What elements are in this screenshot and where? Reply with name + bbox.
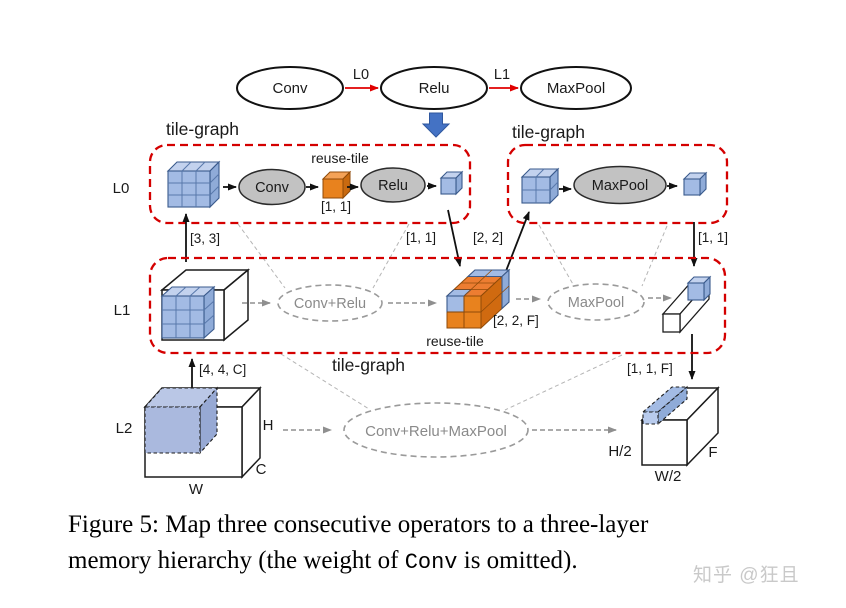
edge-l0-label: L0	[353, 67, 369, 83]
l0-conv-node	[238, 168, 306, 206]
l2-dim-w: W	[189, 481, 204, 498]
caption-code-conv: Conv	[404, 550, 458, 575]
transfer-size-l1-l2: [1, 1, F]	[627, 361, 673, 376]
l1-maxpool-node	[547, 283, 645, 321]
tile-graph-title-bottom: tile-graph	[332, 355, 405, 375]
relu-node-label: Relu	[419, 80, 450, 97]
l1-convrelu-label: Conv+Relu	[294, 296, 366, 312]
l0-maxpool-label: MaxPool	[592, 178, 648, 194]
transfer-size-l1-l0right: [2, 2]	[473, 230, 503, 245]
zhihu-watermark: 知乎 @狂且	[693, 565, 800, 586]
l1-convrelu-node	[277, 284, 383, 322]
figure-caption: Figure 5: Map three consecutive operator…	[68, 507, 804, 579]
mapping-connector-lines	[237, 223, 668, 411]
l0-left-output-tile	[439, 170, 464, 196]
l0-left-input-tensor	[166, 160, 221, 209]
conv-node	[236, 66, 344, 110]
transfer-size-l1-l0left: [3, 3]	[190, 231, 220, 246]
l1-maxpool-label: MaxPool	[568, 295, 624, 311]
relu-node	[380, 66, 488, 110]
operator-graph: Conv L0 Relu L1 MaxPool	[236, 66, 632, 138]
l0-right-output-tile	[682, 171, 708, 197]
level-label-l1: L1	[114, 302, 131, 319]
out-dim-h: H/2	[608, 443, 631, 460]
l1-output-tile	[661, 275, 712, 334]
l0-right-box	[506, 143, 729, 225]
l0-reuse-tile-label: reuse-tile	[311, 150, 369, 166]
edge-l1-label: L1	[494, 67, 510, 83]
l2-dim-h: H	[263, 417, 274, 434]
l1-input-tensor	[159, 268, 251, 342]
conv-node-label: Conv	[272, 80, 308, 97]
l2-fused-label: Conv+Relu+MaxPool	[365, 423, 507, 440]
l0-conv-label: Conv	[255, 180, 290, 196]
l0-relu-node	[360, 167, 426, 203]
l0-relu-label: Relu	[378, 178, 408, 194]
l0-reuse-tile-size: [1, 1]	[321, 199, 351, 214]
l1-box	[148, 256, 727, 355]
maxpool-node-label: MaxPool	[547, 80, 605, 97]
transfer-size-l0left-l1: [1, 1]	[406, 230, 436, 245]
out-dim-f: F	[708, 444, 717, 461]
out-dim-w: W/2	[655, 468, 682, 485]
l0-left-box	[148, 143, 472, 225]
level-label-l2: L2	[116, 420, 133, 437]
transfer-size-l2-l1: [4, 4, C]	[199, 362, 246, 377]
map-down-arrow-icon	[421, 112, 451, 138]
l0-maxpool-node	[573, 165, 667, 205]
tile-graph-title-left: tile-graph	[166, 119, 239, 139]
l0-reuse-tile	[321, 170, 352, 200]
l2-fused-node	[343, 402, 529, 458]
caption-line-2: memory hierarchy (the weight of Conv is …	[68, 547, 578, 575]
l1-reuse-tile-size: [2, 2, F]	[493, 313, 539, 328]
figure-diagram: Conv L0 Relu L1 MaxPool tile-graph tile-…	[113, 66, 729, 498]
output-tensor	[640, 385, 720, 467]
l2-dim-c: C	[256, 461, 267, 478]
caption-line-1: Figure 5: Map three consecutive operator…	[68, 511, 649, 538]
transfer-arrows: [3, 3] [1, 1] [2, 2] [1, 1] [4, 4, C] [1…	[182, 209, 728, 398]
l1-reuse-tile	[445, 268, 511, 330]
transfer-size-l0right-l1: [1, 1]	[698, 230, 728, 245]
level-label-l0: L0	[113, 180, 130, 197]
tile-graph-title-right: tile-graph	[512, 122, 585, 142]
l2-input-tensor	[143, 386, 262, 479]
l1-reuse-tile-label: reuse-tile	[426, 333, 484, 349]
maxpool-node	[520, 66, 632, 110]
l0-right-input-tensor	[520, 167, 560, 205]
